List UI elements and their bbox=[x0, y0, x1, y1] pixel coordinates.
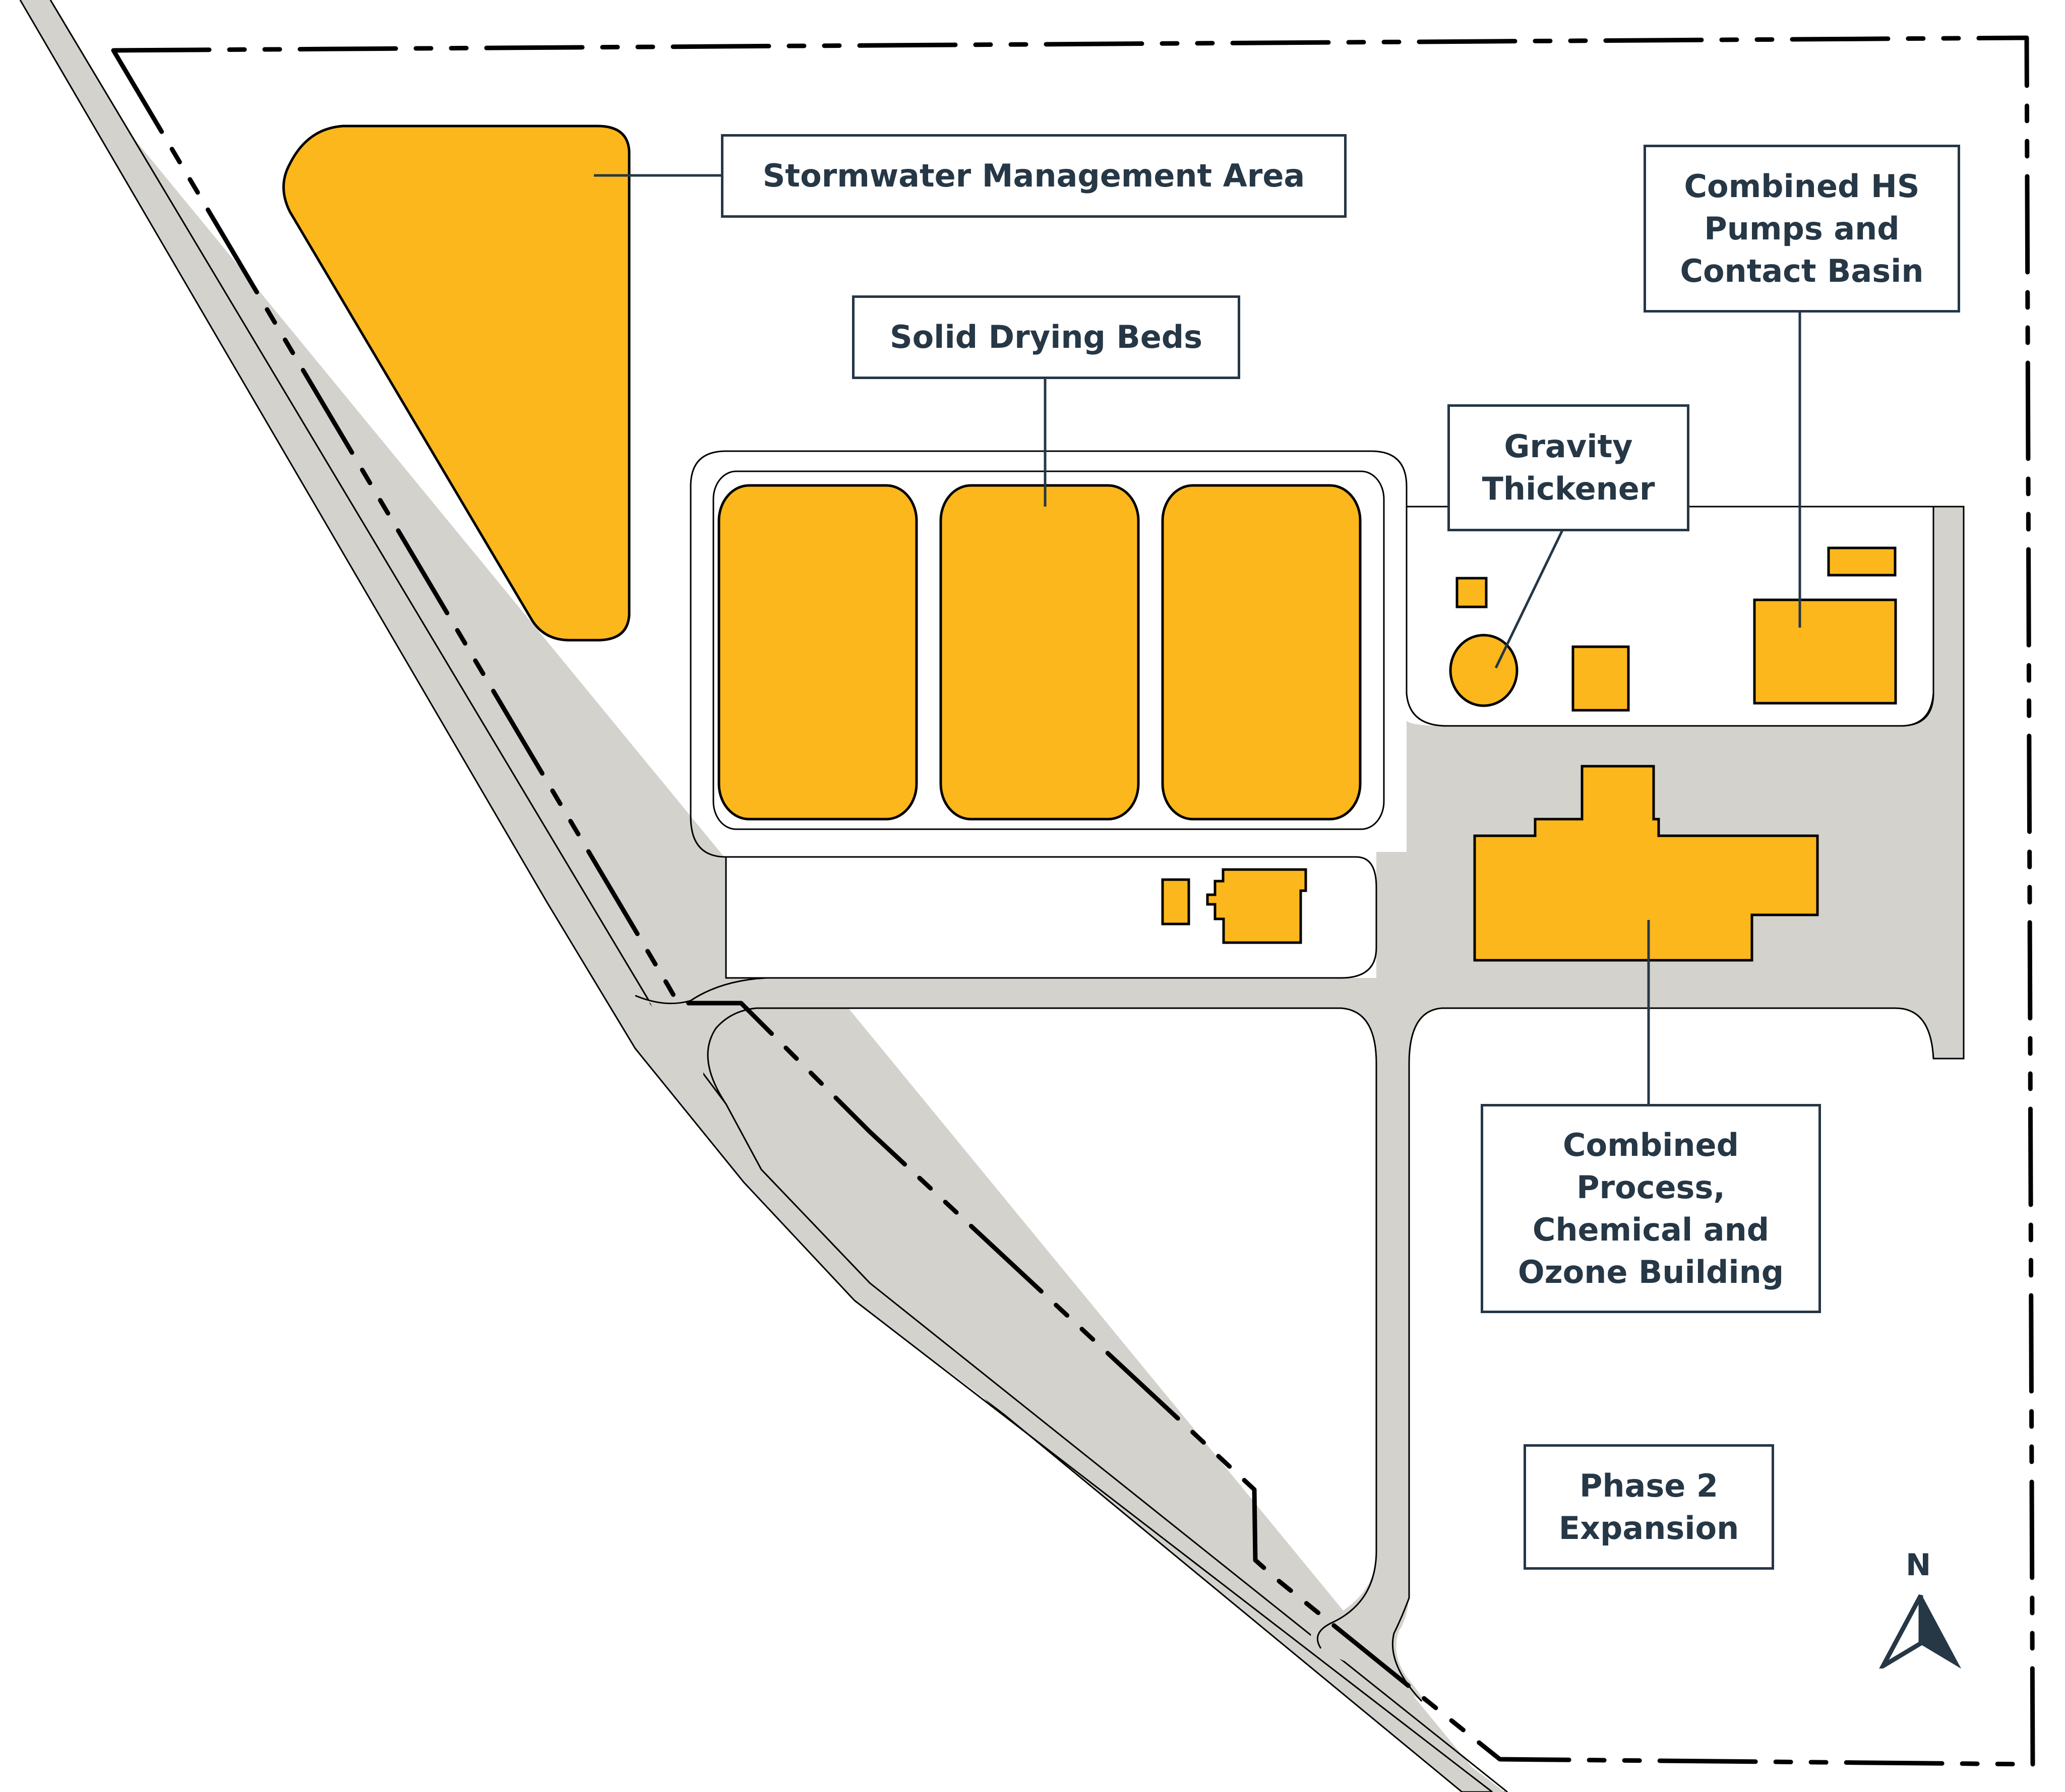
stormwater-pond bbox=[282, 125, 631, 642]
label-gravity-thickener: Gravity Thickener bbox=[1447, 404, 1689, 531]
label-phase-2-expansion: Phase 2 Expansion bbox=[1524, 1444, 1774, 1570]
north-arrow-icon bbox=[1879, 1594, 1961, 1669]
drying-bed-1 bbox=[717, 484, 918, 821]
label-process-building-text: Combined Process, Chemical and Ozone Bui… bbox=[1517, 1126, 1784, 1290]
north-letter: N bbox=[1906, 1548, 1931, 1583]
small-building-1 bbox=[1161, 878, 1190, 925]
label-combined-process-building: Combined Process, Chemical and Ozone Bui… bbox=[1481, 1104, 1821, 1313]
small-building-2 bbox=[1206, 868, 1307, 944]
small-building-4 bbox=[1571, 645, 1630, 712]
drying-bed-2 bbox=[939, 484, 1140, 821]
drying-bed-3 bbox=[1161, 484, 1362, 821]
hs-pumps-contact-basin bbox=[1753, 598, 1897, 705]
label-phase2-text: Phase 2 Expansion bbox=[1558, 1467, 1739, 1547]
highway-edge-east bbox=[49, 0, 1508, 1792]
highway-edge-west bbox=[19, 0, 1493, 1792]
gravity-thickener bbox=[1449, 634, 1519, 707]
label-solid-drying-beds: Solid Drying Beds bbox=[852, 295, 1240, 379]
label-hs-pumps-text: Combined HS Pumps and Contact Basin bbox=[1680, 167, 1924, 289]
label-hs-pumps-contact-basin: Combined HS Pumps and Contact Basin bbox=[1644, 145, 1960, 313]
hs-pumps-annex bbox=[1827, 546, 1897, 577]
combined-process-building bbox=[1473, 765, 1819, 962]
label-stormwater-text: Stormwater Management Area bbox=[762, 157, 1305, 194]
label-gravity-thickener-text: Gravity Thickener bbox=[1482, 428, 1655, 507]
road-edge-lower-south bbox=[707, 1007, 1377, 1649]
property-boundary bbox=[111, 35, 2035, 1767]
leader-gravity-thickener bbox=[1494, 528, 1564, 669]
label-stormwater-management-area: Stormwater Management Area bbox=[721, 134, 1347, 218]
small-building-3 bbox=[1455, 577, 1488, 608]
label-drying-beds-text: Solid Drying Beds bbox=[889, 319, 1203, 355]
